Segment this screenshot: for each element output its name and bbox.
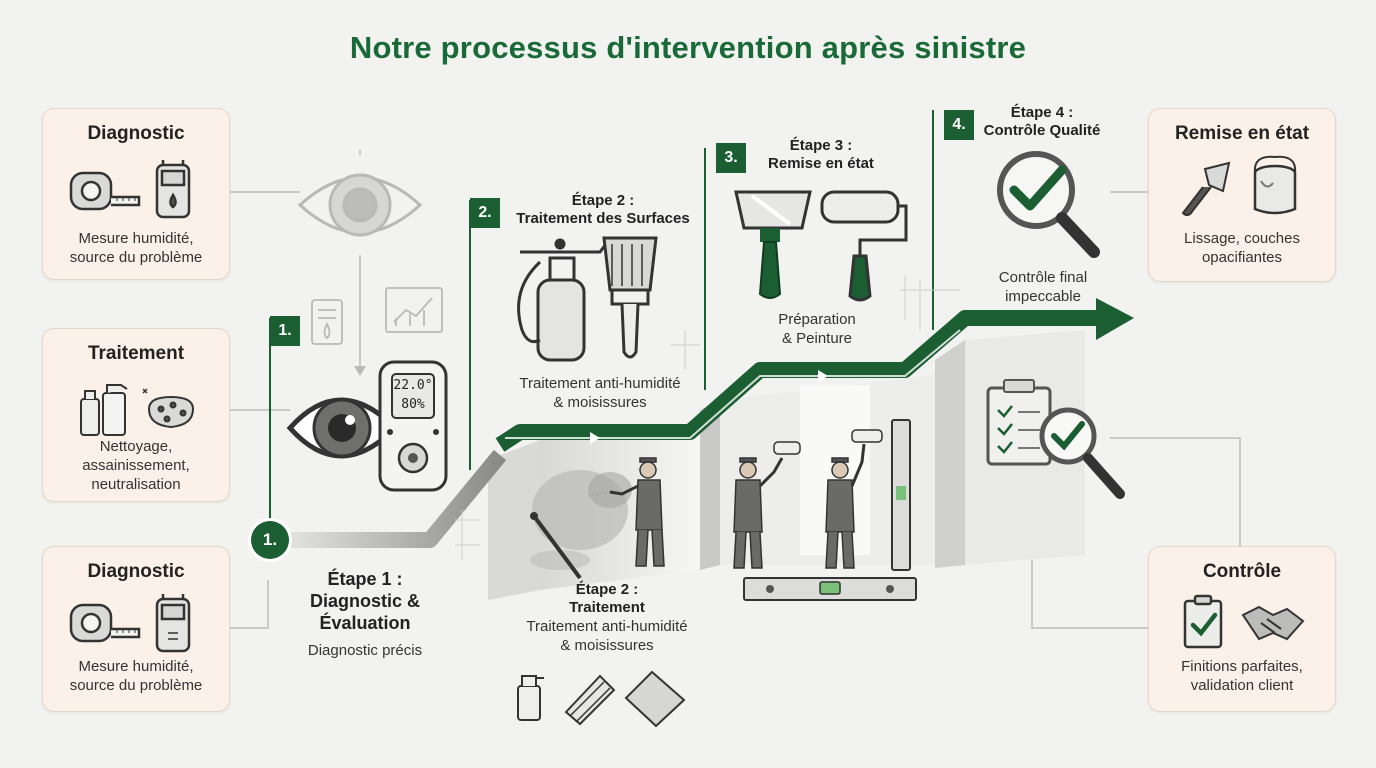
card-traitement: Traitement Nettoyage, assainissement, ne…: [42, 328, 230, 502]
card-diagnostic-bottom: Diagnostic Mesure humidité, source du pr…: [42, 546, 230, 712]
worker-painting: [825, 429, 883, 569]
step1-desc: Diagnostic précis: [307, 642, 423, 659]
moisture-meter-large: [378, 360, 448, 492]
sanding-sheet-icon: [624, 670, 686, 728]
step4-desc: Contrôle final impeccable: [998, 269, 1088, 305]
putty-knife-icon: [1181, 161, 1231, 216]
card-desc: Lissage, couches opacifiantes: [1184, 230, 1300, 266]
scrub-brush-icon: [564, 674, 616, 726]
meter-humidity: 80%: [401, 397, 425, 412]
step2b-title: Étape 2 : Traitement: [569, 581, 645, 616]
card-title: Diagnostic: [87, 561, 185, 582]
card-desc: Nettoyage, assainissement, neutralisatio…: [82, 438, 190, 493]
card-title: Remise en état: [1174, 123, 1310, 144]
spray-gun-icon: [517, 238, 616, 362]
step1-circle-badge: 1.: [251, 521, 289, 559]
step1-badge: 1.: [270, 316, 300, 346]
card-diagnostic-top: Diagnostic Mesure humidité, source du pr…: [42, 108, 230, 280]
card-desc: Mesure humidité, source du problème: [69, 658, 203, 694]
tape-measure-icon: [69, 171, 141, 211]
worker-spraying: [587, 457, 665, 567]
step1-label: Étape 1 : Diagnostic & Évaluation Diagno…: [282, 568, 448, 659]
eye-icon-large: [297, 150, 423, 376]
brush-icon: [602, 236, 658, 359]
magnifier-check-icon: [997, 151, 1100, 258]
clipboard-check-icon: [1183, 594, 1223, 649]
process-arrow-head: [1096, 298, 1134, 340]
step4-badge: 4.: [944, 110, 974, 140]
step4-label: Étape 4 : Contrôle Qualité: [983, 104, 1101, 139]
step3-label: Étape 3 : Remise en état: [768, 137, 874, 172]
handshake-icon: [1241, 605, 1305, 641]
card-title: Traitement: [87, 343, 185, 364]
level-tool-icon: [743, 419, 917, 601]
card-title: Diagnostic: [87, 123, 185, 144]
eye-icon-dark: [286, 397, 399, 459]
step2-badge: 2.: [470, 198, 500, 228]
sensor-icon: [311, 299, 343, 345]
moisture-meter-icon: [155, 160, 191, 219]
clipboard-magnifier-icon: [986, 379, 1125, 499]
step2b-desc: Traitement anti-humidité & moisissures: [526, 618, 688, 654]
step1-title: Étape 1 : Diagnostic & Évaluation: [309, 569, 420, 633]
process-arrow-green: [495, 310, 1100, 452]
step3-desc: Préparation & Peinture: [778, 311, 856, 347]
meter-readout: 22.0° 80%: [392, 376, 434, 414]
chart-icon: [385, 287, 443, 333]
page-title: Notre processus d'intervention après sin…: [349, 30, 1027, 65]
card-controle: Contrôle Finitions parfaites, validation…: [1148, 546, 1336, 712]
connector-lines: [228, 191, 1241, 629]
card-desc: Finitions parfaites, validation client: [1181, 658, 1303, 694]
roller-icon: [820, 190, 908, 302]
step-leader-lines: [269, 110, 934, 526]
step2-label: Étape 2 : Traitement des Surfaces: [516, 192, 690, 227]
spray-bottle-small-icon: [517, 675, 544, 721]
meter-temperature: 22.0°: [393, 378, 433, 393]
worker-rolling: [733, 441, 801, 569]
card-desc: Mesure humidité, source du problème: [69, 230, 203, 266]
step2-desc: Traitement anti-humidité & moisissures: [519, 375, 681, 411]
process-arrow-grey: [290, 449, 507, 548]
step2b-label: Étape 2 : Traitement Traitement anti-hum…: [502, 581, 712, 655]
tape-measure-icon: [69, 603, 141, 643]
step3-badge: 3.: [716, 143, 746, 173]
spray-bottles-icon: [80, 384, 128, 436]
scraper-icon: [734, 190, 812, 299]
card-remise-en-etat: Remise en état Lissage, couches opacifia…: [1148, 108, 1336, 282]
sponge-icon: [142, 388, 195, 429]
moisture-meter-icon: [155, 594, 191, 653]
paint-can-icon: [1253, 155, 1297, 215]
card-title: Contrôle: [1202, 561, 1282, 582]
